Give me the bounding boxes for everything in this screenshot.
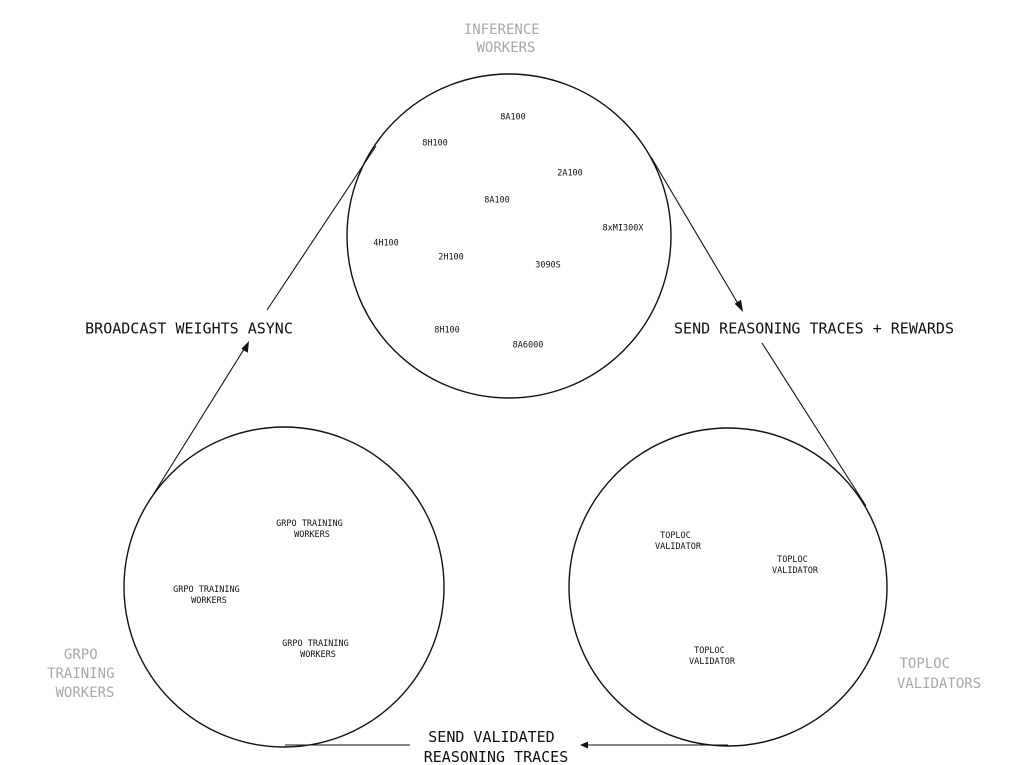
training-node: GRPO TRAINING WORKERS xyxy=(282,639,354,660)
validators-right-tangent xyxy=(761,342,867,507)
inference-workers-circle xyxy=(346,73,672,399)
inference-node-8a100: 8A100 xyxy=(484,196,510,206)
inference-node-8xmi300x: 8xMI300X xyxy=(603,224,645,234)
inference-left-tangent xyxy=(266,145,377,311)
validator-node: TOPLOC VALIDATOR xyxy=(689,646,736,667)
inference-group-title: INFERENCE WORKERS xyxy=(464,22,548,56)
inference-node-3090s: 3090S xyxy=(535,261,561,271)
send-traces-arrowhead xyxy=(734,299,743,312)
validators-group-title: TOPLOC VALIDATORS xyxy=(897,656,981,692)
inference-node-2a100: 2A100 xyxy=(557,169,583,179)
broadcast-arrow-line xyxy=(152,345,247,496)
training-node: GRPO TRAINING WORKERS xyxy=(276,519,348,540)
validator-node: TOPLOC VALIDATOR xyxy=(772,555,819,576)
send-traces-arrow-line xyxy=(650,156,741,308)
training-node: GRPO TRAINING WORKERS xyxy=(173,585,245,606)
inference-node-8h100: 8H100 xyxy=(434,326,460,336)
inference-node-2h100: 2H100 xyxy=(438,253,464,263)
validator-node: TOPLOC VALIDATOR xyxy=(655,531,702,552)
send-traces-label: SEND REASONING TRACES + REWARDS xyxy=(674,320,954,338)
training-group-title: GRPO TRAINING WORKERS xyxy=(47,647,123,701)
inference-node-8a100: 8A100 xyxy=(500,113,526,123)
validated-arrowhead xyxy=(580,741,588,749)
training-workers-circle xyxy=(123,426,445,748)
broadcast-weights-label: BROADCAST WEIGHTS ASYNC xyxy=(85,320,293,338)
inference-node-4h100: 4H100 xyxy=(373,239,399,249)
validators-circle xyxy=(568,427,888,747)
inference-node-8a6000: 8A6000 xyxy=(513,341,544,351)
inference-node-8h100: 8H100 xyxy=(422,139,448,149)
send-validated-label: SEND VALIDATED REASONING TRACES xyxy=(424,728,569,765)
broadcast-arrowhead xyxy=(241,341,249,353)
